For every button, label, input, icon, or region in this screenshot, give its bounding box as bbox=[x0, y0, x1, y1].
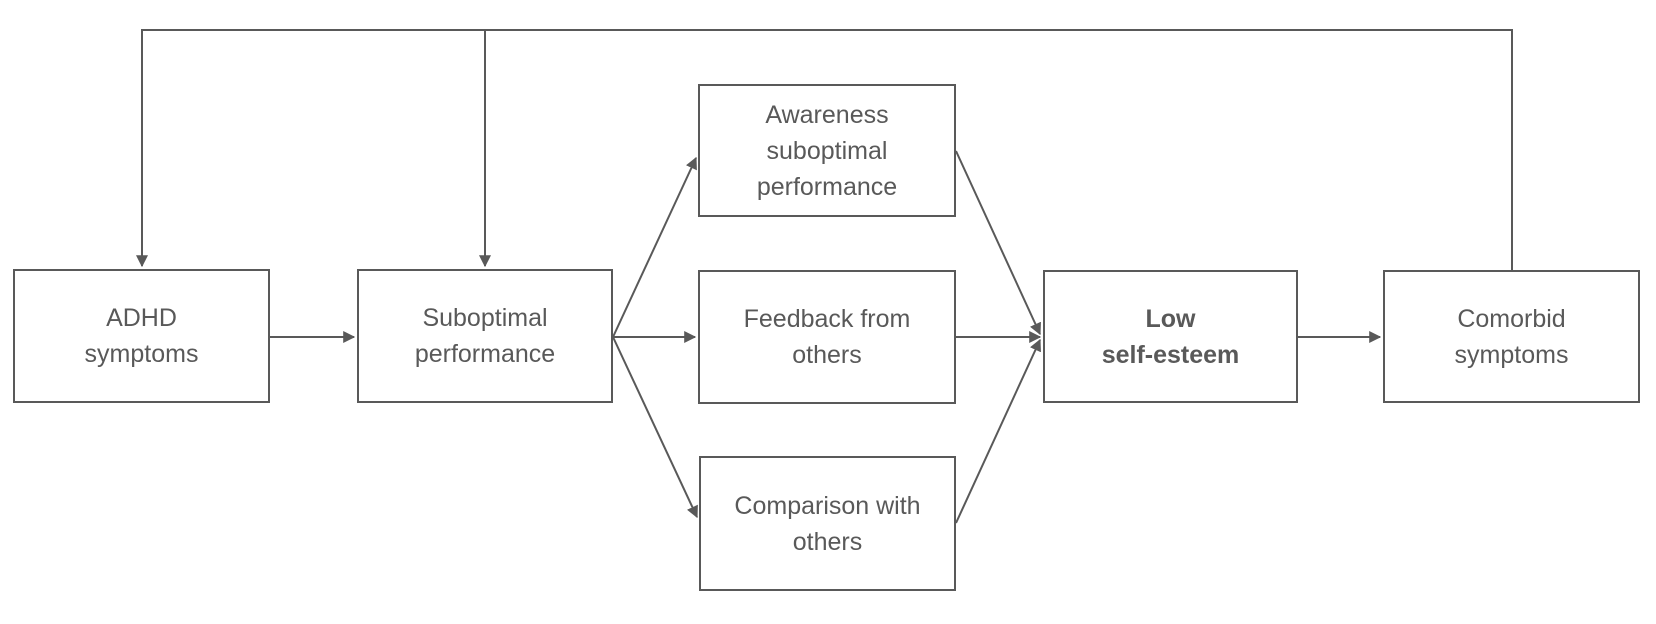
edge-comorbid-loop-to-adhd bbox=[136, 29, 1513, 270]
node-low-self-esteem-label: Low self-esteem bbox=[1101, 304, 1240, 369]
edge-awareness-to-low-self-esteem bbox=[955, 150, 1041, 336]
edge-comparison-to-low-self-esteem bbox=[955, 338, 1041, 524]
node-comparison-with-others-label: Comparison with others bbox=[734, 491, 921, 556]
node-comorbid-symptoms: Comorbid symptoms bbox=[1383, 270, 1640, 403]
node-suboptimal-performance-label: Suboptimal performance bbox=[414, 304, 556, 368]
edge-suboptimal-to-awareness bbox=[612, 156, 697, 338]
node-awareness-suboptimal-performance: Awareness suboptimal performance bbox=[698, 84, 956, 217]
node-low-self-esteem: Low self-esteem bbox=[1043, 270, 1298, 403]
node-feedback-from-others: Feedback from others bbox=[698, 270, 956, 404]
node-adhd-symptoms: ADHD symptoms bbox=[13, 269, 270, 403]
node-awareness-suboptimal-performance-label: Awareness suboptimal performance bbox=[756, 100, 898, 201]
node-comparison-with-others: Comparison with others bbox=[699, 456, 956, 591]
node-adhd-symptoms-label: ADHD symptoms bbox=[84, 304, 199, 368]
node-comorbid-symptoms-label: Comorbid symptoms bbox=[1454, 304, 1569, 369]
node-suboptimal-performance: Suboptimal performance bbox=[357, 269, 613, 403]
node-feedback-from-others-label: Feedback from others bbox=[743, 305, 911, 369]
edge-suboptimal-to-comparison bbox=[612, 336, 698, 519]
